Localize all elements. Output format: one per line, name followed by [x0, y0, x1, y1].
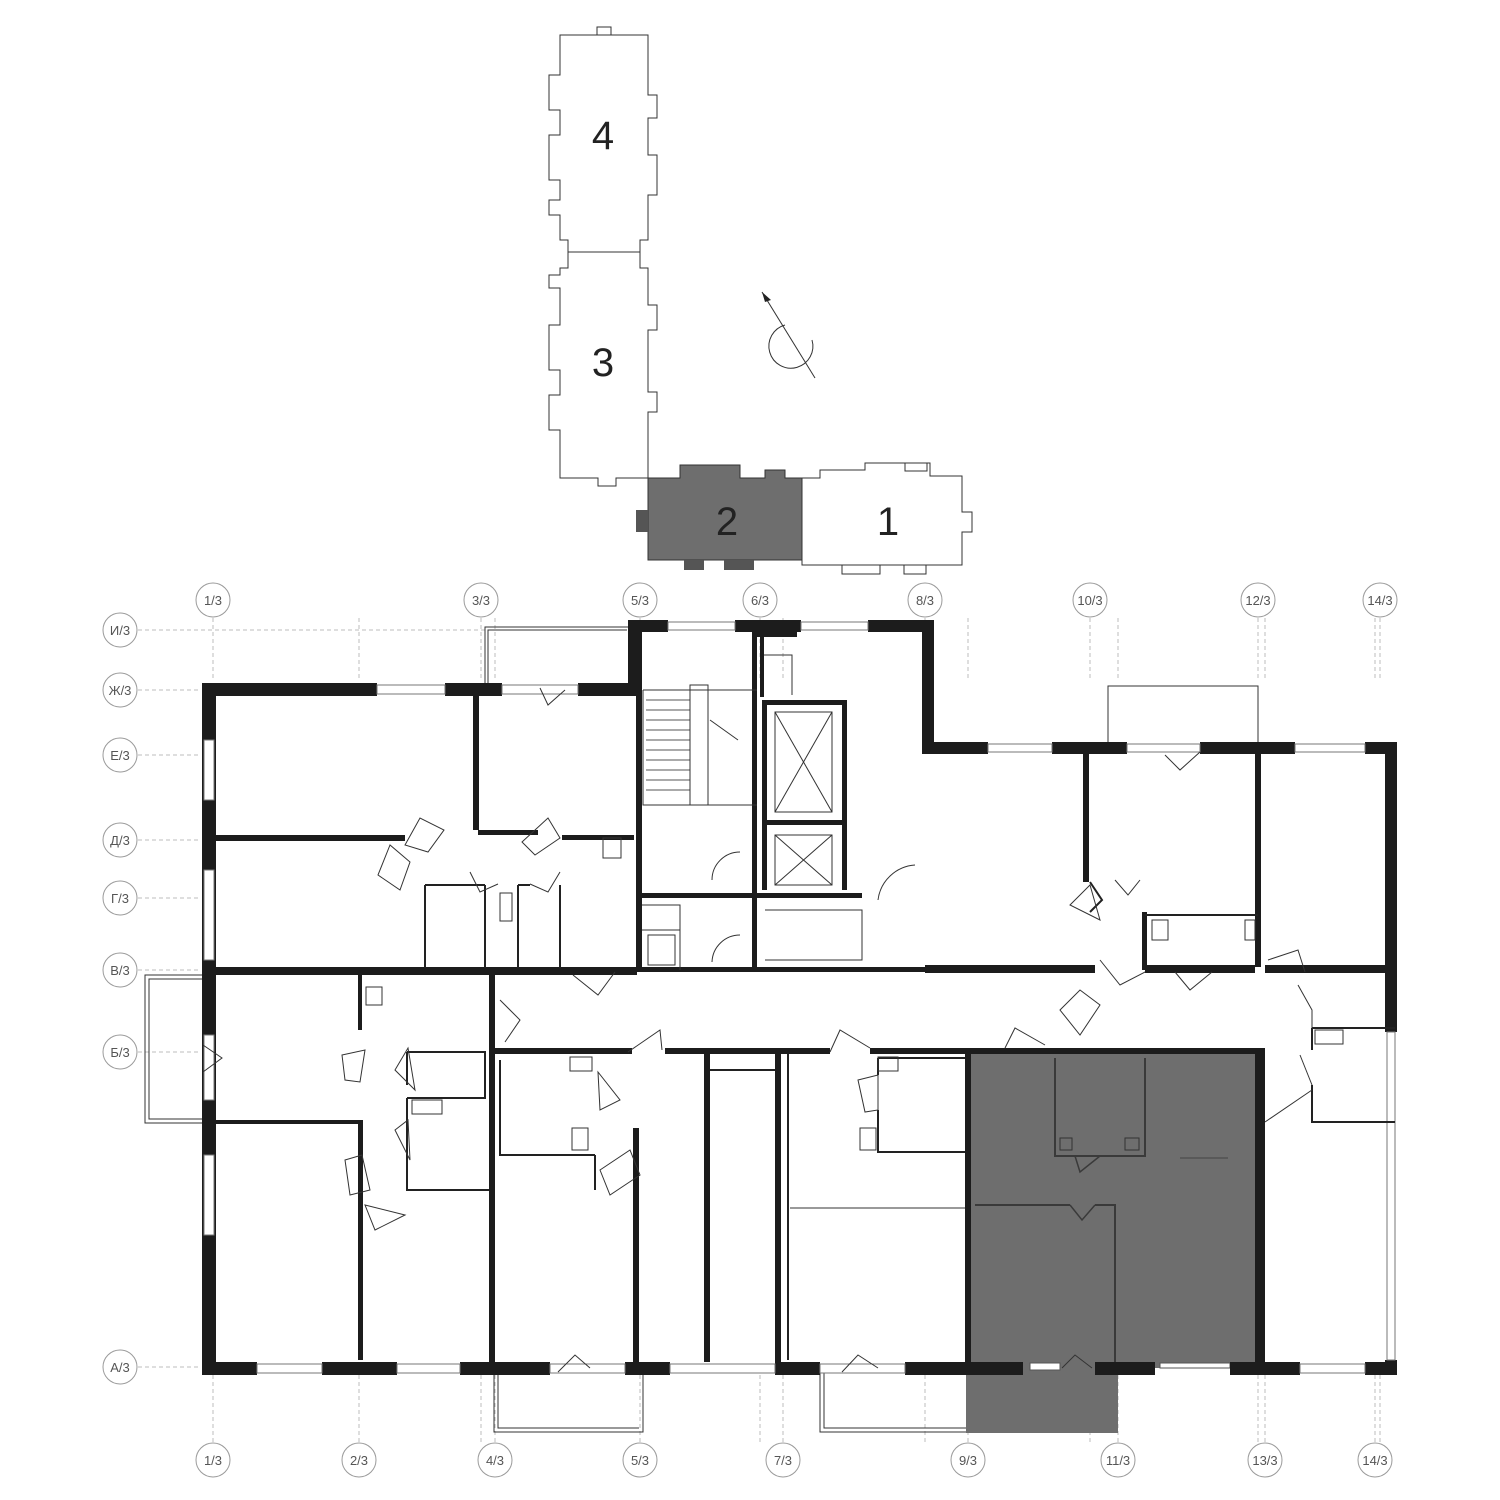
- axis-bubble-left: В/3: [102, 952, 138, 988]
- axis-bubble-left: Г/3: [102, 880, 138, 916]
- axis-bubble-top: 6/3: [742, 582, 778, 618]
- axis-label: 9/3: [959, 1453, 977, 1468]
- axis-bubble-bottom: 13/3: [1247, 1442, 1283, 1478]
- axis-bubble-top: 8/3: [907, 582, 943, 618]
- axis-label: 1/3: [204, 1453, 222, 1468]
- axis-bubble-top: 1/3: [195, 582, 231, 618]
- axis-label: 5/3: [631, 1453, 649, 1468]
- axis-label: 10/3: [1077, 593, 1102, 608]
- axis-label: 14/3: [1367, 593, 1392, 608]
- axis-bubble-bottom: 7/3: [765, 1442, 801, 1478]
- axis-bubble-bottom: 5/3: [622, 1442, 658, 1478]
- axis-label: Б/3: [110, 1045, 129, 1060]
- axis-bubble-bottom: 14/3: [1357, 1442, 1393, 1478]
- axis-bubble-left: Б/3: [102, 1034, 138, 1070]
- axis-label: Д/3: [110, 833, 130, 848]
- axis-bubble-left: И/3: [102, 612, 138, 648]
- axis-label: 4/3: [486, 1453, 504, 1468]
- axis-label: 14/3: [1362, 1453, 1387, 1468]
- highlighted-apartment[interactable]: [966, 1052, 1260, 1433]
- axis-labels-left: И/3 Ж/3 Е/3 Д/3 Г/3 В/3 Б/3 А/3: [102, 612, 138, 1385]
- axis-bubble-top: 14/3: [1362, 582, 1398, 618]
- axis-label: 13/3: [1252, 1453, 1277, 1468]
- axis-bubble-left: Ж/3: [102, 672, 138, 708]
- axis-label: 12/3: [1245, 593, 1270, 608]
- axis-bubble-top: 3/3: [463, 582, 499, 618]
- floor-plan-structure: [144, 620, 1397, 1433]
- stair-treads: [646, 699, 690, 791]
- axis-label: А/3: [110, 1360, 130, 1375]
- axis-label: 3/3: [472, 593, 490, 608]
- axis-bubble-top: 10/3: [1072, 582, 1108, 618]
- key-plan-section-1[interactable]: 1: [801, 462, 973, 575]
- key-plan-section-3[interactable]: 3: [548, 251, 658, 487]
- section-label: 3: [592, 341, 614, 385]
- axis-bubble-bottom: 4/3: [477, 1442, 513, 1478]
- section-label: 1: [877, 500, 899, 544]
- axis-label: Е/3: [110, 748, 130, 763]
- axis-bubble-bottom: 11/3: [1100, 1442, 1136, 1478]
- axis-label: Ж/3: [109, 683, 132, 698]
- axis-label: И/3: [110, 623, 130, 638]
- axis-bubble-left: Е/3: [102, 737, 138, 773]
- axis-label: 1/3: [204, 593, 222, 608]
- axis-bubble-bottom: 1/3: [195, 1442, 231, 1478]
- compass-icon: [761, 291, 816, 379]
- axis-labels-top: 1/3 3/3 5/3 6/3 8/3 10/3 12/3 14/3: [195, 582, 1398, 618]
- axis-bubble-top: 5/3: [622, 582, 658, 618]
- axis-label: 7/3: [774, 1453, 792, 1468]
- key-plan: 4 3 2 1: [548, 26, 973, 575]
- axis-bubble-left: Д/3: [102, 822, 138, 858]
- axis-bubble-bottom: 9/3: [950, 1442, 986, 1478]
- axis-label: 6/3: [751, 593, 769, 608]
- section-label: 4: [592, 114, 614, 158]
- axis-bubble-bottom: 2/3: [341, 1442, 377, 1478]
- axis-label: Г/3: [111, 891, 129, 906]
- key-plan-section-4[interactable]: 4: [548, 26, 658, 253]
- axis-label: 8/3: [916, 593, 934, 608]
- axis-bubble-left: А/3: [102, 1349, 138, 1385]
- key-plan-section-2[interactable]: 2: [636, 464, 803, 570]
- axis-label: 2/3: [350, 1453, 368, 1468]
- axis-bubble-top: 12/3: [1240, 582, 1276, 618]
- section-label: 2: [716, 500, 738, 544]
- axis-label: 11/3: [1106, 1453, 1130, 1468]
- axis-label: 5/3: [631, 593, 649, 608]
- axis-label: В/3: [110, 963, 130, 978]
- axis-labels-bottom: 1/3 2/3 4/3 5/3 7/3 9/3 11/3 13/3 14/3: [195, 1442, 1393, 1478]
